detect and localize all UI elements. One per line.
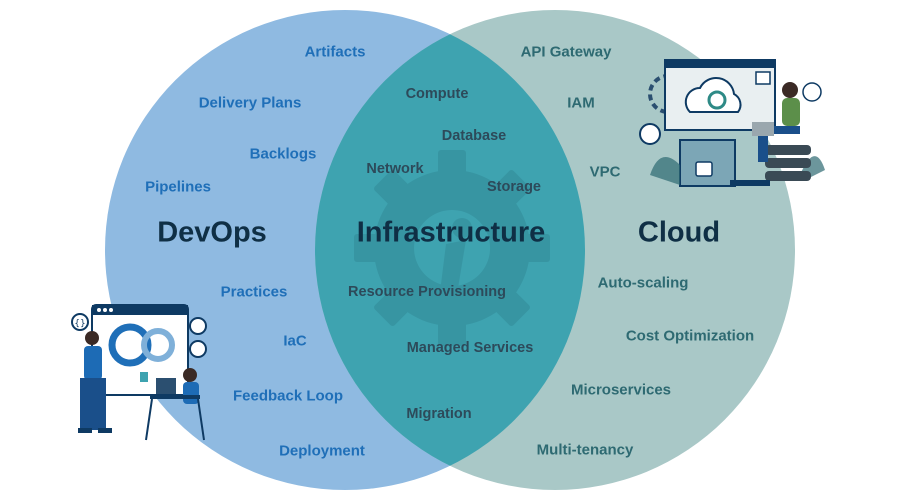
devops-term-backlogs: Backlogs	[249, 145, 317, 163]
devops-term-practices: Practices	[220, 283, 288, 301]
devops-term-pipelines: Pipelines	[145, 178, 211, 196]
gear-icon	[354, 150, 550, 346]
infra-term-managed-services: Managed Services	[406, 339, 534, 356]
infrastructure-overlap	[315, 10, 585, 490]
infra-term-network: Network	[366, 160, 424, 177]
infrastructure-title: Infrastructure	[356, 216, 546, 249]
devops-title: DevOps	[157, 216, 267, 249]
cloud-title: Cloud	[637, 216, 721, 249]
devops-term-feedback-loop: Feedback Loop	[232, 387, 344, 405]
svg-text:{}: {}	[74, 319, 85, 329]
cloud-term-vpc: VPC	[589, 163, 621, 181]
devops-term-iac: IaC	[283, 332, 307, 350]
cloud-term-iam: IAM	[567, 94, 595, 112]
devops-team-illustration: {}	[71, 304, 207, 441]
cloud-term-auto-scaling: Auto-scaling	[597, 274, 689, 292]
cloud-term-cost-optimization: Cost Optimization	[625, 327, 755, 345]
cloud-term-multi-tenancy: Multi-tenancy	[536, 441, 634, 459]
infra-term-migration: Migration	[406, 405, 472, 422]
devops-term-delivery-plans: Delivery Plans	[198, 94, 302, 112]
devops-term-artifacts: Artifacts	[304, 43, 366, 61]
infra-term-database: Database	[441, 127, 507, 144]
infra-term-storage: Storage	[487, 178, 541, 195]
cloud-term-api-gateway: API Gateway	[520, 43, 612, 61]
cloud-term-microservices: Microservices	[570, 381, 672, 399]
devops-term-deployment: Deployment	[279, 442, 365, 460]
infra-term-resource-provisioning: Resource Provisioning	[348, 283, 506, 300]
cloud-engineer-illustration	[639, 59, 825, 187]
infra-term-compute: Compute	[405, 85, 469, 102]
